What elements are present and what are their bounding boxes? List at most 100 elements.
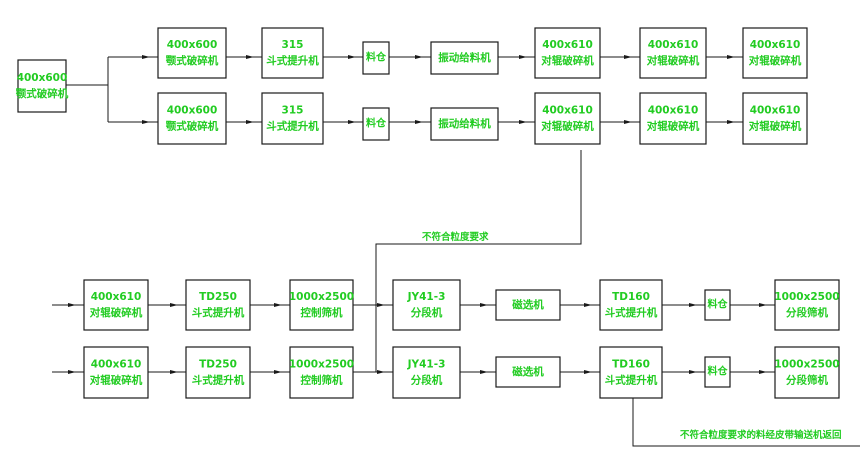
equipment-label: 1000x2500 [289, 291, 354, 303]
connector-lines [52, 56, 860, 447]
equipment-box-frame [289, 279, 354, 331]
arrowhead [415, 120, 423, 124]
arrowhead [624, 55, 632, 59]
arrowhead [170, 303, 178, 307]
equipment-box-frame [17, 59, 67, 113]
arrowhead [480, 303, 488, 307]
equipment-label: 斗式提升机 [192, 374, 245, 387]
equipment-box: JY41-3 分段机 [392, 279, 461, 331]
equipment-box-frame [599, 346, 663, 399]
equipment-label: 料仓 [708, 298, 729, 311]
equipment-label: 对辊破碎机 [90, 374, 143, 387]
arrowhead [68, 303, 76, 307]
arrowhead [584, 370, 592, 374]
equipment-box: TD160 斗式提升机 [599, 346, 663, 399]
equipment-label: 对辊破碎机 [749, 120, 802, 133]
equipment-box-frame [599, 279, 663, 331]
equipment-label: 颚式破碎机 [166, 54, 219, 67]
annotation-notes: 不符合粒度要求 不符合粒度要求的料经皮带输送机返回 [422, 231, 842, 441]
return-note-lower: 不符合粒度要求的料经皮带输送机返回 [680, 429, 842, 441]
arrowhead [727, 55, 735, 59]
arrowhead [759, 303, 767, 307]
equipment-label: 400x610 [750, 39, 801, 51]
equipment-label: 315 [282, 105, 304, 117]
arrowhead [624, 120, 632, 124]
equipment-label: 1000x2500 [289, 359, 354, 371]
equipment-label: 对辊破碎机 [749, 54, 802, 67]
arrowhead [348, 120, 356, 124]
equipment-box-frame [639, 92, 707, 145]
equipment-box: 400x600 颚式破碎机 [16, 59, 69, 113]
equipment-box-frame [83, 346, 149, 399]
equipment-box-frame [261, 92, 324, 145]
equipment-box-frame [495, 356, 561, 388]
equipment-label: 磁选机 [512, 365, 544, 378]
equipment-label: 对辊破碎机 [647, 120, 700, 133]
equipment-box-frame [430, 107, 499, 141]
equipment-box-frame [774, 346, 840, 399]
equipment-label: 400x610 [648, 105, 699, 117]
equipment-box-frame [495, 289, 561, 321]
arrowhead [415, 55, 423, 59]
equipment-label: 颚式破碎机 [166, 120, 219, 133]
equipment-label: 料仓 [708, 365, 729, 378]
equipment-box-frame [639, 27, 707, 79]
arrowhead [759, 370, 767, 374]
equipment-label: 控制筛机 [301, 306, 343, 319]
equipment-label: 分段筛机 [786, 374, 828, 387]
equipment-label: 分段机 [411, 306, 443, 319]
equipment-label: 振动给料机 [438, 117, 491, 130]
equipment-label: 料仓 [366, 51, 387, 64]
arrowhead [348, 55, 356, 59]
arrowhead [377, 303, 385, 307]
equipment-box-frame [185, 346, 251, 399]
equipment-label: 颚式破碎机 [16, 87, 69, 100]
equipment-box-frame [362, 41, 390, 75]
equipment-label: 400x600 [167, 39, 218, 51]
equipment-label: 斗式提升机 [605, 374, 658, 387]
equipment-label: TD160 [612, 359, 650, 371]
arrowhead [689, 370, 697, 374]
equipment-box: 振动给料机 [430, 107, 499, 141]
equipment-box: TD250 斗式提升机 [185, 346, 251, 399]
arrowhead [142, 120, 150, 124]
equipment-box-frame [362, 107, 390, 141]
equipment-box: 400x610 对辊破碎机 [742, 27, 808, 79]
equipment-boxes: 400x600颚式破碎机400x600颚式破碎机315斗式提升机料仓振动给料机4… [16, 27, 840, 399]
equipment-label: TD250 [199, 359, 237, 371]
equipment-label: 400x600 [167, 105, 218, 117]
equipment-box-frame [157, 92, 227, 145]
equipment-label: 斗式提升机 [192, 306, 245, 319]
equipment-label: 400x610 [648, 39, 699, 51]
equipment-label: 400x600 [17, 72, 68, 84]
equipment-label: JY41-3 [407, 359, 446, 371]
equipment-label: 对辊破碎机 [90, 306, 143, 319]
equipment-label: TD160 [612, 291, 650, 303]
equipment-label: 315 [282, 39, 304, 51]
equipment-label: 400x610 [542, 39, 593, 51]
arrowhead [584, 303, 592, 307]
equipment-box: 磁选机 [495, 289, 561, 321]
equipment-box-frame [392, 279, 461, 331]
equipment-box-frame [704, 356, 731, 388]
arrowhead [519, 55, 527, 59]
equipment-label: JY41-3 [407, 291, 446, 303]
equipment-box-frame [83, 279, 149, 331]
equipment-box: 振动给料机 [430, 41, 499, 75]
connector-arrowheads [68, 55, 767, 374]
equipment-label: 对辊破碎机 [541, 120, 594, 133]
equipment-box-frame [534, 27, 601, 79]
equipment-box-frame [157, 27, 227, 79]
equipment-box: 料仓 [362, 107, 390, 141]
equipment-label: 振动给料机 [438, 51, 491, 64]
equipment-label: 斗式提升机 [266, 120, 319, 133]
